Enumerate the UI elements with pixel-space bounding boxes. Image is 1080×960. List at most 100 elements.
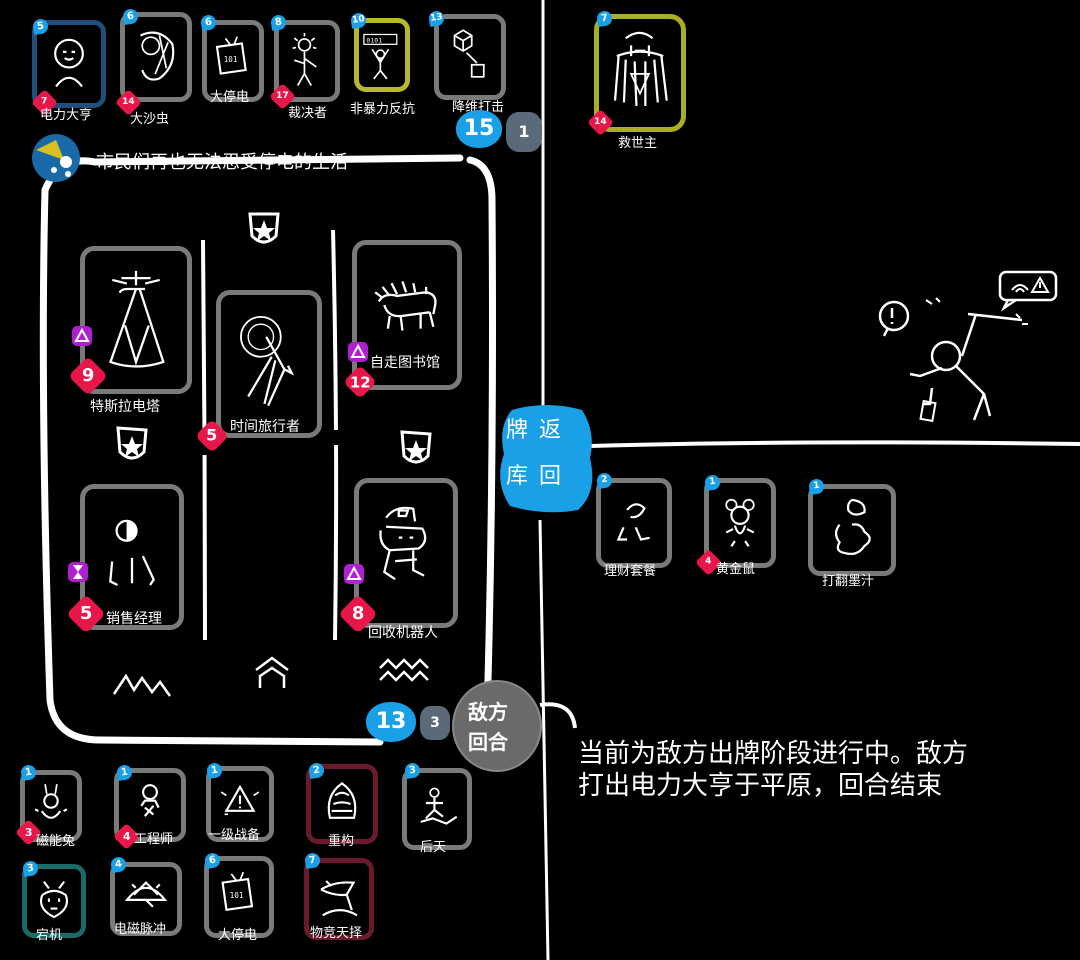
wave-icon bbox=[379, 658, 429, 682]
turn-label: 回合 bbox=[468, 730, 508, 754]
card-name: 大沙虫 bbox=[130, 112, 170, 127]
board-card[interactable] bbox=[352, 240, 462, 390]
discard-card[interactable]: 2 bbox=[596, 472, 672, 568]
enemy-hand-card[interactable]: 101 6 bbox=[200, 14, 264, 102]
golden-rat-icon bbox=[725, 498, 755, 547]
sales-manager-icon bbox=[109, 519, 155, 587]
aftermath-icon bbox=[420, 787, 458, 825]
stick-figure-icon bbox=[878, 270, 1058, 423]
return-to-deck-button[interactable]: 牌 返 库 回 bbox=[498, 402, 594, 514]
shield-star-icon bbox=[400, 430, 432, 464]
hand-card[interactable]: 3 bbox=[402, 762, 472, 850]
hand-card[interactable]: 101 6 bbox=[204, 852, 274, 938]
status-message: 当前为敌方出牌阶段进行中。敌方 打出电力大亨于平原，回合结束 bbox=[578, 738, 968, 802]
svg-text:0101: 0101 bbox=[366, 37, 382, 45]
recycle-robot-icon bbox=[379, 506, 427, 581]
card-name: 电力大亨 bbox=[40, 108, 93, 123]
enemy-secondary-counter: 1 bbox=[506, 112, 542, 152]
player-energy-counter: 13 bbox=[366, 702, 416, 742]
tesla-tower-icon bbox=[109, 270, 165, 368]
card-name: 一级战备 bbox=[208, 828, 261, 843]
card-name: 黄金鼠 bbox=[716, 562, 756, 577]
svg-text:101: 101 bbox=[224, 55, 238, 64]
discard-card[interactable]: 1 4 bbox=[695, 474, 776, 576]
hourglass-mark-icon bbox=[68, 562, 88, 582]
finance-plan-icon bbox=[616, 503, 650, 541]
card-name: 后天 bbox=[420, 840, 447, 855]
time-traveler-icon bbox=[240, 316, 295, 407]
turn-indicator: 敌方 回合 bbox=[452, 680, 542, 772]
turn-label: 敌方 bbox=[468, 700, 508, 724]
event-icon bbox=[30, 132, 82, 184]
hill-icon bbox=[255, 656, 289, 688]
card-name: 工程师 bbox=[134, 832, 174, 847]
magnet-rabbit-icon bbox=[34, 784, 68, 819]
card-name: 物竞天择 bbox=[310, 926, 363, 941]
enemy-hand-card[interactable]: 8 17 bbox=[269, 14, 340, 110]
enemy-hero-card[interactable]: 7 14 bbox=[587, 10, 686, 136]
hand-card[interactable]: 3 bbox=[22, 860, 86, 938]
hand-card[interactable]: 1 bbox=[206, 762, 274, 842]
blackout-tv-icon: 101 bbox=[215, 36, 247, 75]
blackout-tv-icon: 101 bbox=[221, 871, 254, 912]
card-art-icon bbox=[54, 38, 84, 88]
protest-icon: 0101 bbox=[363, 33, 398, 80]
savior-icon bbox=[613, 31, 668, 107]
board-card[interactable] bbox=[216, 290, 322, 438]
triangle-mark-icon bbox=[344, 564, 364, 584]
walking-library-icon bbox=[374, 281, 437, 331]
board-card[interactable] bbox=[80, 246, 192, 394]
enemy-hand-card[interactable]: 13 bbox=[428, 10, 506, 100]
enemy-energy-counter: 15 bbox=[456, 110, 502, 148]
card-name: 降维打击 bbox=[452, 100, 505, 115]
card-name: 理财套餐 bbox=[604, 564, 657, 579]
card-name: 电磁脉冲 bbox=[114, 922, 167, 937]
sandworm-icon bbox=[140, 31, 175, 81]
card-name: 裁决者 bbox=[288, 106, 328, 121]
hand-card[interactable]: 4 bbox=[110, 856, 182, 936]
card-name: 自走图书馆 bbox=[370, 355, 440, 371]
enemy-hand-card[interactable]: 6 14 bbox=[115, 8, 192, 116]
enemy-hand-card[interactable]: 5 7 bbox=[31, 18, 106, 116]
mountain-icon bbox=[112, 673, 172, 697]
triangle-mark-icon bbox=[72, 326, 92, 346]
player-secondary-counter: 3 bbox=[420, 706, 450, 740]
board-card[interactable] bbox=[354, 478, 458, 628]
event-title: 市民们再也无法忍受停电的生活 bbox=[96, 152, 348, 173]
restructure-icon bbox=[327, 782, 357, 819]
enemy-hand-card[interactable]: 0101 10 bbox=[350, 12, 410, 92]
card-name: 大停电 bbox=[210, 90, 250, 105]
card-name: 重构 bbox=[328, 834, 355, 849]
triangle-mark-icon bbox=[348, 342, 368, 362]
card-name: 特斯拉电塔 bbox=[90, 399, 160, 415]
hand-card[interactable]: 1 3 bbox=[15, 764, 82, 846]
svg-text:101: 101 bbox=[230, 891, 244, 900]
return-button-label: 库 回 bbox=[506, 464, 563, 489]
return-button-label: 牌 返 bbox=[506, 418, 563, 443]
engineer-icon bbox=[140, 784, 160, 817]
emp-icon bbox=[124, 881, 168, 908]
card-name: 非暴力反抗 bbox=[350, 102, 416, 117]
card-name: 大停电 bbox=[218, 928, 258, 943]
hand-card[interactable]: 7 bbox=[304, 852, 374, 940]
shield-star-icon bbox=[248, 212, 280, 244]
status-message-line: 当前为敌方出牌阶段进行中。敌方 bbox=[578, 739, 969, 769]
warning-triangle-icon bbox=[220, 784, 260, 816]
card-name: 销售经理 bbox=[106, 611, 162, 627]
card-name: 宕机 bbox=[36, 928, 63, 943]
shield-star-icon bbox=[116, 426, 148, 460]
hand-card[interactable]: 2 bbox=[306, 762, 378, 844]
cube-arrow-icon bbox=[453, 29, 485, 78]
card-name: 救世主 bbox=[618, 136, 658, 151]
hand-card[interactable]: 1 4 bbox=[113, 764, 186, 850]
natural-selection-icon bbox=[320, 880, 358, 917]
card-name: 时间旅行者 bbox=[230, 419, 300, 435]
status-message-line: 打出电力大亨于平原，回合结束 bbox=[578, 771, 943, 801]
discard-card[interactable]: 1 bbox=[808, 478, 896, 576]
crash-icon bbox=[39, 880, 69, 919]
judge-icon bbox=[292, 33, 317, 87]
spilled-ink-icon bbox=[834, 498, 871, 556]
card-name: 打翻墨汁 bbox=[822, 574, 875, 589]
card-name: 回收机器人 bbox=[368, 625, 438, 641]
card-name: 磁能兔 bbox=[36, 834, 76, 849]
